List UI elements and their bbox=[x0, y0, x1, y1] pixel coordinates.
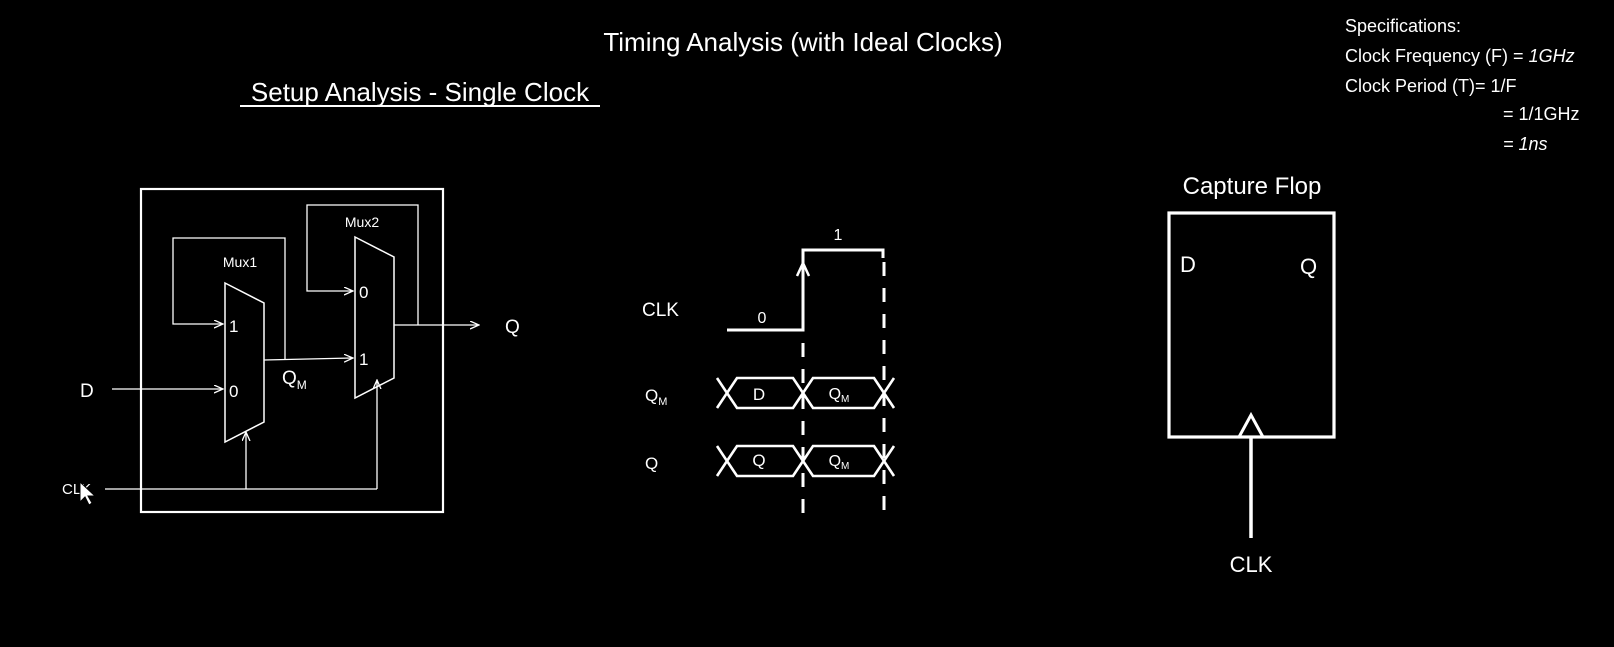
q-bus-start bbox=[715, 445, 729, 477]
clock-triangle-icon bbox=[1237, 411, 1265, 438]
capture-flop-title: Capture Flop bbox=[1183, 173, 1322, 200]
capture-flop-clk-label: CLK bbox=[1230, 552, 1273, 577]
qm-bus-top bbox=[725, 376, 896, 396]
wave-qm-label: QM bbox=[645, 386, 667, 408]
timing-waveform-labels: CLK 0 1 QM Q D QM Q QM bbox=[642, 227, 849, 473]
wave-clk-label: CLK bbox=[642, 300, 679, 321]
mux2-input1-label: 1 bbox=[359, 350, 368, 369]
mouse-cursor-icon bbox=[79, 480, 97, 506]
timing-waveform bbox=[715, 248, 896, 515]
capture-flop: Capture Flop D Q CLK bbox=[1167, 173, 1336, 577]
capture-flop-box bbox=[1167, 211, 1336, 439]
specifications-block: Specifications: Clock Frequency (F) = 1G… bbox=[1345, 16, 1580, 154]
mux2-shape bbox=[354, 235, 395, 400]
qm-bus-start bbox=[715, 377, 729, 409]
mux1-input0-label: 0 bbox=[229, 382, 238, 401]
qm-segment-2: QM bbox=[829, 386, 850, 405]
q-segment-2: QM bbox=[829, 453, 850, 472]
wave-clk-high-value: 1 bbox=[834, 227, 843, 244]
mux1-feedback-wire bbox=[172, 237, 286, 360]
mux1-label: Mux1 bbox=[223, 254, 257, 270]
q-output-label: Q bbox=[505, 317, 520, 338]
qm-label: QM bbox=[282, 368, 307, 392]
clk-waveform bbox=[727, 248, 885, 332]
specs-freq-value: 1GHz bbox=[1529, 46, 1575, 66]
clk-rising-edge-arrow bbox=[795, 260, 811, 277]
q-bus-top bbox=[725, 444, 896, 464]
wave-q-label: Q bbox=[645, 454, 658, 473]
capture-flop-q-pin: Q bbox=[1300, 254, 1317, 279]
qm-wire bbox=[263, 358, 352, 360]
flop-internal-diagram bbox=[105, 187, 478, 514]
flop-internal-labels: Mux1 Mux2 1 0 0 1 D QM Q CLK bbox=[62, 214, 520, 498]
q-segment-1: Q bbox=[752, 451, 765, 470]
q-bus-bottom bbox=[725, 458, 896, 478]
d-input-label: D bbox=[80, 381, 94, 402]
qm-segment-1: D bbox=[753, 385, 765, 404]
section-subtitle: Setup Analysis - Single Clock bbox=[251, 77, 590, 107]
mux2-label: Mux2 bbox=[345, 214, 379, 230]
wave-clk-low-value: 0 bbox=[758, 310, 767, 327]
mux1-shape bbox=[224, 281, 265, 444]
mux1-input1-label: 1 bbox=[229, 317, 238, 336]
mux2-input0-label: 0 bbox=[359, 283, 368, 302]
capture-flop-d-pin: D bbox=[1180, 252, 1196, 277]
specs-period-line2: = 1/1GHz bbox=[1503, 104, 1580, 124]
specs-period-value: = 1ns bbox=[1503, 134, 1548, 154]
specs-heading: Specifications: bbox=[1345, 16, 1461, 36]
qm-bus-bottom bbox=[725, 390, 896, 410]
mux2-feedback-wire bbox=[306, 204, 419, 325]
page-title: Timing Analysis (with Ideal Clocks) bbox=[603, 27, 1002, 57]
specs-freq-label: Clock Frequency (F) = bbox=[1345, 46, 1529, 66]
specs-period-line: Clock Period (T)= 1/F bbox=[1345, 76, 1517, 96]
flop-outline-box bbox=[139, 187, 445, 514]
specs-freq-line: Clock Frequency (F) = 1GHz bbox=[1345, 46, 1575, 66]
